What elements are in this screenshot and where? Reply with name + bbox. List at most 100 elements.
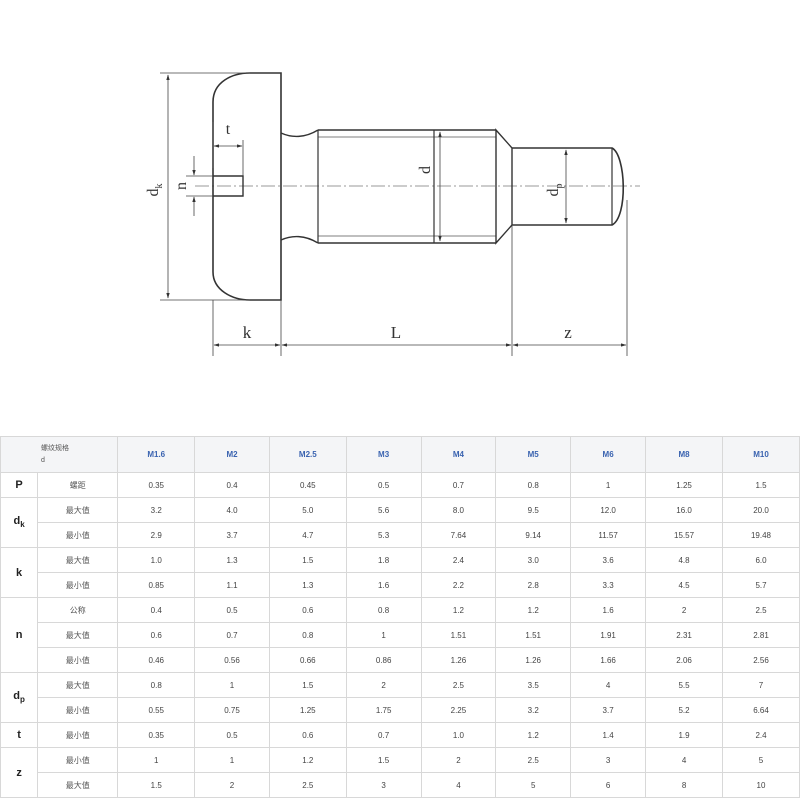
table-cell: 1.5: [268, 672, 347, 698]
row-label: 最小值: [37, 697, 119, 723]
table-cell: 1: [345, 622, 422, 648]
table-cell: 5.3: [345, 522, 422, 548]
size-header: M2.5: [268, 436, 347, 473]
dp-label-main: d: [545, 189, 562, 197]
table-cell: 2: [645, 597, 724, 623]
table-cell: 3.7: [570, 697, 647, 723]
table-cell: 0.7: [420, 472, 497, 498]
param-cell: t: [0, 722, 39, 748]
table-cell: 6: [570, 772, 647, 798]
size-header: M6: [570, 436, 647, 473]
row-label: 最小值: [37, 572, 119, 598]
header-d: d: [41, 456, 45, 464]
table-cell: 0.5: [194, 597, 270, 623]
table-cell: 1.5: [722, 472, 800, 498]
table-cell: 5.7: [722, 572, 800, 598]
size-header: M2: [194, 436, 270, 473]
table-cell: 0.6: [268, 722, 347, 748]
table-cell: 16.0: [645, 497, 724, 523]
table-cell: 1: [117, 747, 196, 773]
screw-drawing-svg: dk n t d dp k L z: [145, 72, 640, 356]
table-cell: 2.2: [420, 572, 497, 598]
table-cell: 1.2: [268, 747, 347, 773]
table-cell: 0.66: [268, 647, 347, 673]
table-cell: 1.3: [268, 572, 347, 598]
table-cell: 1.3: [194, 547, 270, 573]
table-cell: 1.5: [117, 772, 196, 798]
row-label: 最大值: [37, 547, 119, 573]
table-cell: 1.5: [345, 747, 422, 773]
table-cell: 0.4: [117, 597, 196, 623]
table-cell: 0.5: [194, 722, 270, 748]
row-label: 最小值: [37, 647, 119, 673]
table-cell: 5: [495, 772, 572, 798]
table-cell: 11.57: [570, 522, 647, 548]
table-cell: 1.26: [420, 647, 497, 673]
size-header: M8: [645, 436, 724, 473]
table-cell: 3.2: [495, 697, 572, 723]
table-cell: 0.5: [345, 472, 422, 498]
table-cell: 4.8: [645, 547, 724, 573]
table-cell: 2.9: [117, 522, 196, 548]
row-label: 公称: [37, 597, 119, 623]
table-cell: 2.4: [420, 547, 497, 573]
table-cell: 15.57: [645, 522, 724, 548]
table-cell: 6.0: [722, 547, 800, 573]
table-cell: 6.64: [722, 697, 800, 723]
table-cell: 2.5: [420, 672, 497, 698]
table-cell: 7: [722, 672, 800, 698]
table-cell: 8: [645, 772, 724, 798]
size-header: M10: [722, 436, 800, 473]
table-cell: 0.86: [345, 647, 422, 673]
screw-head: [212, 72, 282, 301]
table-cell: 3.6: [570, 547, 647, 573]
row-label: 最大值: [37, 772, 119, 798]
table-cell: 4: [645, 747, 724, 773]
table-cell: 1: [194, 672, 270, 698]
table-cell: 0.6: [268, 597, 347, 623]
row-label: 最小值: [37, 747, 119, 773]
param-cell: dk: [0, 497, 39, 548]
dp-label: dp: [545, 184, 565, 197]
table-cell: 2: [194, 772, 270, 798]
param-cell: k: [0, 547, 39, 598]
row-label: 螺距: [37, 472, 119, 498]
table-cell: 2.56: [722, 647, 800, 673]
param-symbol: d: [13, 690, 20, 703]
table-cell: 3.0: [495, 547, 572, 573]
dp-label-sub: p: [554, 184, 565, 189]
table-cell: 4.0: [194, 497, 270, 523]
table-cell: 1.25: [268, 697, 347, 723]
param-symbol: P: [15, 479, 23, 491]
table-cell: 0.46: [117, 647, 196, 673]
size-header: M4: [420, 436, 497, 473]
table-cell: 2.8: [495, 572, 572, 598]
table-cell: 2: [420, 747, 497, 773]
size-header: M5: [495, 436, 572, 473]
table-cell: 1.51: [420, 622, 497, 648]
table-cell: 3.2: [117, 497, 196, 523]
table-cell: 1.4: [570, 722, 647, 748]
table-cell: 0.4: [194, 472, 270, 498]
dk-label: dk: [145, 184, 165, 197]
param-symbol: n: [15, 629, 23, 641]
table-cell: 1.66: [570, 647, 647, 673]
table-cell: 0.8: [268, 622, 347, 648]
k-label: k: [243, 323, 252, 342]
table-cell: 3.3: [570, 572, 647, 598]
table-cell: 0.55: [117, 697, 196, 723]
table-cell: 8.0: [420, 497, 497, 523]
table-cell: 5: [722, 747, 800, 773]
header-corner: 螺纹规格 d: [0, 436, 119, 473]
param-cell: z: [0, 747, 39, 798]
table-cell: 1.51: [495, 622, 572, 648]
specification-table: 螺纹规格 d M1.6 M2 M2.5 M3 M4 M5 M6 M8 M10 P…: [0, 436, 800, 798]
table-cell: 1.1: [194, 572, 270, 598]
